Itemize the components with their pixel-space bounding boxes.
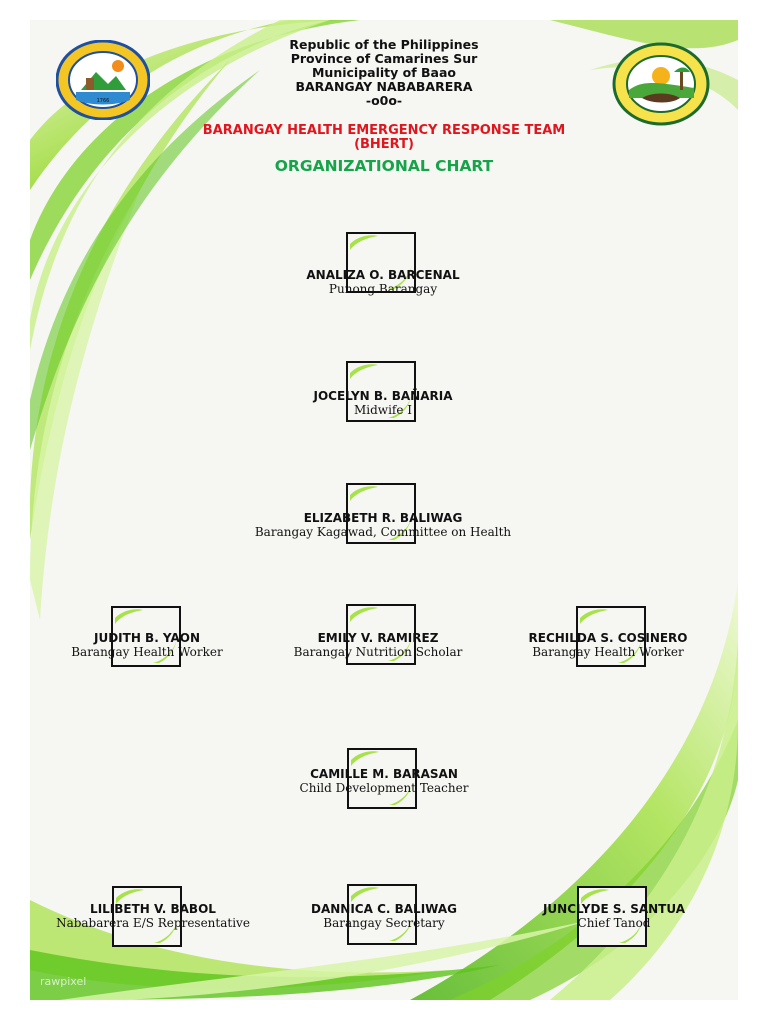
team-title: BARANGAY HEALTH EMERGENCY RESPONSE TEAM …	[0, 124, 768, 152]
photo-swoosh-decoration	[115, 609, 177, 663]
document-page	[30, 20, 738, 1000]
photo-placeholder	[577, 886, 647, 947]
header-block: Republic of the Philippines Province of …	[0, 38, 768, 108]
photo-swoosh-decoration	[116, 889, 178, 943]
photo-placeholder	[112, 886, 182, 947]
photo-swoosh-decoration	[350, 364, 412, 418]
member-node-kagawad: ELIZABETH R. BALIWAG Barangay Kagawad, C…	[253, 511, 513, 539]
photo-swoosh-decoration	[581, 889, 643, 943]
member-role: Punong Barangay	[328, 282, 438, 296]
seal-year-text: 1766	[97, 98, 110, 104]
team-title-full: BARANGAY HEALTH EMERGENCY RESPONSE TEAM	[202, 123, 566, 138]
member-name: JUNCLYDE S. SANTUA	[542, 902, 686, 916]
member-node-health-worker-1: JUDITH B. YAON Barangay Health Worker	[17, 631, 277, 659]
photo-swoosh-decoration	[350, 486, 412, 540]
member-name: LILIBETH V. BABOL	[90, 902, 216, 916]
photo-swoosh-decoration	[351, 887, 413, 941]
header-separator: -o0o-	[365, 93, 403, 108]
photo-swoosh-decoration	[351, 751, 413, 805]
member-node-child-dev-teacher: CAMILLE M. BARASAN Child Development Tea…	[254, 767, 514, 795]
member-node-nutrition-scholar: EMILY V. RAMIREZ Barangay Nutrition Scho…	[248, 631, 508, 659]
member-role: Barangay Kagawad, Committee on Health	[254, 525, 512, 539]
member-name: JOCELYN B. BAÑARIA	[313, 389, 453, 403]
member-role: Child Development Teacher	[299, 781, 469, 795]
member-name: RECHILDA S. COSINERO	[528, 631, 688, 645]
photo-placeholder	[346, 361, 416, 422]
photo-placeholder	[346, 232, 416, 293]
member-name: ELIZABETH R. BALIWAG	[303, 511, 463, 525]
photo-placeholder	[347, 748, 417, 809]
member-node-midwife: JOCELYN B. BAÑARIA Midwife I	[253, 389, 513, 417]
chart-title: ORGANIZATIONAL CHART	[274, 157, 494, 175]
photo-placeholder	[576, 606, 646, 667]
photo-swoosh-decoration	[350, 607, 412, 661]
member-role: Midwife I	[353, 403, 412, 417]
member-role: Barangay Health Worker	[532, 645, 684, 659]
member-role: Chief Tanod	[577, 916, 651, 930]
header-municipality: Municipality of Baao	[311, 65, 456, 80]
member-node-secretary: DANNICA C. BALIWAG Barangay Secretary	[254, 902, 514, 930]
header-republic: Republic of the Philippines	[289, 37, 479, 52]
photo-placeholder	[347, 884, 417, 945]
photo-placeholder	[346, 604, 416, 665]
photo-swoosh-decoration	[350, 235, 412, 289]
member-role: Barangay Health Worker	[71, 645, 223, 659]
member-node-es-representative: LILIBETH V. BABOL Nababarera E/S Represe…	[23, 902, 283, 930]
member-name: ANALIZA O. BARCENAL	[306, 268, 460, 282]
watermark: rawpixel	[40, 975, 87, 988]
member-name: JUDITH B. YAON	[94, 631, 200, 645]
member-node-chief-tanod: JUNCLYDE S. SANTUA Chief Tanod	[484, 902, 744, 930]
member-node-punong-barangay: ANALIZA O. BARCENAL Punong Barangay	[253, 268, 513, 296]
member-node-health-worker-2: RECHILDA S. COSINERO Barangay Health Wor…	[478, 631, 738, 659]
header-province: Province of Camarines Sur	[290, 51, 478, 66]
photo-placeholder	[111, 606, 181, 667]
municipality-seal-logo: 1766	[55, 39, 151, 124]
member-role: Nababarera E/S Representative	[56, 916, 250, 930]
member-role: Barangay Secretary	[323, 916, 445, 930]
header-barangay: BARANGAY NABABARERA	[295, 79, 473, 94]
member-name: CAMILLE M. BARASAN	[310, 767, 458, 781]
photo-placeholder	[346, 483, 416, 544]
member-name: EMILY V. RAMIREZ	[317, 631, 439, 645]
team-title-abbr: (BHERT)	[354, 137, 414, 152]
member-name: DANNICA C. BALIWAG	[311, 902, 457, 916]
member-role: Barangay Nutrition Scholar	[293, 645, 463, 659]
photo-swoosh-decoration	[580, 609, 642, 663]
barangay-seal-logo	[612, 42, 710, 130]
